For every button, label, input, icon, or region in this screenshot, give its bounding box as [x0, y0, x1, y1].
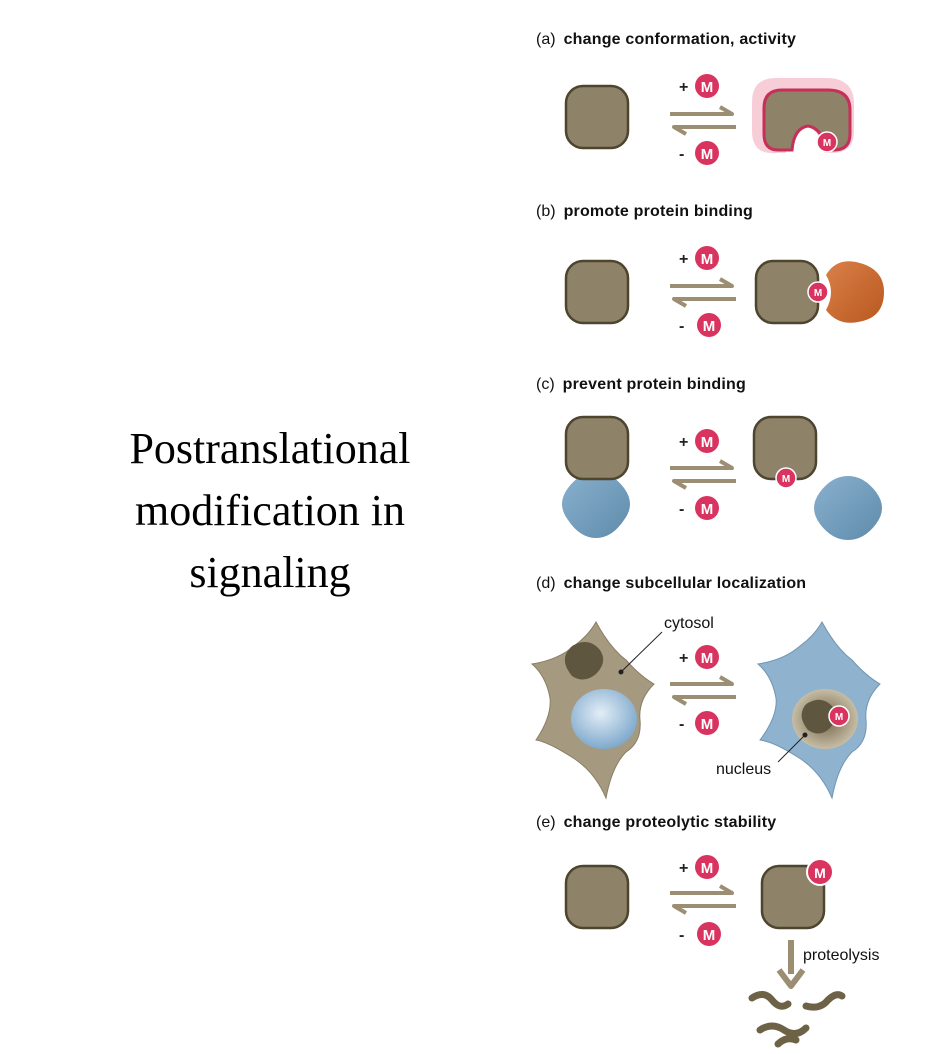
plus-sign: +: [679, 434, 688, 451]
plus-sign: +: [679, 650, 688, 667]
panel-e-letter: (e): [536, 814, 556, 831]
panel-c-title: prevent protein binding: [562, 376, 746, 393]
equilibrium-arrows: [670, 884, 736, 915]
unmodified-protein: [564, 864, 630, 930]
modifier-label: M: [814, 865, 826, 881]
modifier-circle: [695, 645, 719, 669]
modifier-label: M: [701, 860, 714, 877]
panel-c-label: (c) prevent protein binding: [536, 376, 746, 394]
modifier-label: M: [835, 712, 843, 723]
binding-partner-protein: [826, 261, 884, 323]
minus-modifier: - M: [679, 711, 719, 735]
modifier-circle: [697, 313, 721, 337]
minus-modifier: - M: [679, 313, 721, 337]
panel-b-title: promote protein binding: [563, 203, 754, 220]
panel-d-letter: (d): [536, 575, 556, 592]
plus-sign: +: [679, 251, 688, 268]
panel-c-diagram: + M - M M: [562, 415, 882, 540]
modifier-circle: [695, 141, 719, 165]
unmodified-protein: [564, 259, 630, 325]
equilibrium-arrows: [670, 459, 736, 490]
minus-sign: -: [679, 501, 684, 518]
modifier-label: M: [701, 251, 714, 268]
modifier-circle: [695, 246, 719, 270]
active-protein: M: [752, 78, 854, 153]
title-line-2: modification in: [134, 486, 406, 535]
panel-d-diagram: cytosol + M - M M nucleus: [530, 615, 881, 800]
minus-modifier: - M: [679, 922, 721, 946]
plus-modifier: + M: [679, 645, 719, 669]
equilibrium-arrows: [670, 675, 736, 706]
modifier-circle: [695, 74, 719, 98]
minus-sign: -: [679, 318, 684, 335]
cytosolic-protein: [564, 642, 604, 680]
proteolysis-arrow: [776, 940, 806, 989]
peptide-fragments: [748, 991, 846, 1048]
minus-modifier: - M: [679, 141, 719, 165]
panel-a-diagram: + M - M M: [564, 74, 854, 165]
plus-sign: +: [679, 860, 688, 877]
panel-b-diagram: + M - M M: [564, 246, 884, 337]
modifier-label: M: [701, 650, 714, 667]
modifier-label: M: [703, 318, 716, 335]
panel-d-title: change subcellular localization: [563, 575, 807, 592]
modifier-circle: [695, 711, 719, 735]
unmodified-protein: [564, 415, 630, 481]
modifier-circle: [816, 131, 838, 153]
nucleus-label: nucleus: [716, 761, 771, 778]
modifier-circle: [828, 705, 850, 727]
panel-d-label: (d) change subcellular localization: [536, 575, 806, 593]
panel-b-letter: (b): [536, 203, 556, 220]
plus-modifier: + M: [679, 74, 719, 98]
modifier-circle: [806, 858, 834, 886]
modifier-label: M: [701, 146, 714, 163]
modifier-label: M: [701, 434, 714, 451]
modifier-label: M: [814, 288, 822, 299]
modifier-label: M: [701, 716, 714, 733]
minus-sign: -: [679, 146, 684, 163]
panel-a-title: change conformation, activity: [563, 31, 797, 48]
equilibrium-arrows: [670, 277, 736, 308]
minus-sign: -: [679, 716, 684, 733]
modifier-circle: [695, 855, 719, 879]
page-title: Postranslational modification in signali…: [70, 418, 470, 604]
panel-e-label: (e) change proteolytic stability: [536, 814, 776, 832]
modifier-circle: [695, 496, 719, 520]
modifier-label: M: [823, 138, 831, 149]
panel-c-letter: (c): [536, 376, 555, 393]
modifier-circle: [775, 467, 797, 489]
plus-modifier: + M: [679, 246, 719, 270]
released-binding-partner: [814, 476, 882, 540]
panel-a-label: (a) change conformation, activity: [536, 31, 796, 49]
modifier-circle: [695, 429, 719, 453]
nuclear-protein: [801, 699, 836, 734]
modifier-circle: [807, 281, 829, 303]
plus-modifier: + M: [679, 429, 719, 453]
equilibrium-arrows: [670, 105, 736, 136]
title-line-1: Postranslational: [129, 424, 411, 473]
modifier-label: M: [703, 927, 716, 944]
nucleus: [571, 689, 637, 749]
cytosol-label: cytosol: [664, 615, 714, 632]
panel-e-diagram: + M - M M proteolysis: [564, 855, 879, 1048]
plus-sign: +: [679, 79, 688, 96]
title-line-3: signaling: [189, 548, 351, 597]
modified-protein: [760, 864, 826, 930]
panel-e-title: change proteolytic stability: [563, 814, 777, 831]
proteolysis-label: proteolysis: [803, 947, 879, 964]
panel-a-letter: (a): [536, 31, 556, 48]
modifier-label: M: [701, 79, 714, 96]
modifier-circle: [697, 922, 721, 946]
unmodified-protein: [564, 84, 630, 150]
modifier-label: M: [701, 501, 714, 518]
minus-sign: -: [679, 927, 684, 944]
panel-b-label: (b) promote protein binding: [536, 203, 753, 221]
plus-modifier: + M: [679, 855, 719, 879]
modifier-label: M: [782, 474, 790, 485]
minus-modifier: - M: [679, 496, 719, 520]
binding-partner-protein: [562, 472, 630, 538]
